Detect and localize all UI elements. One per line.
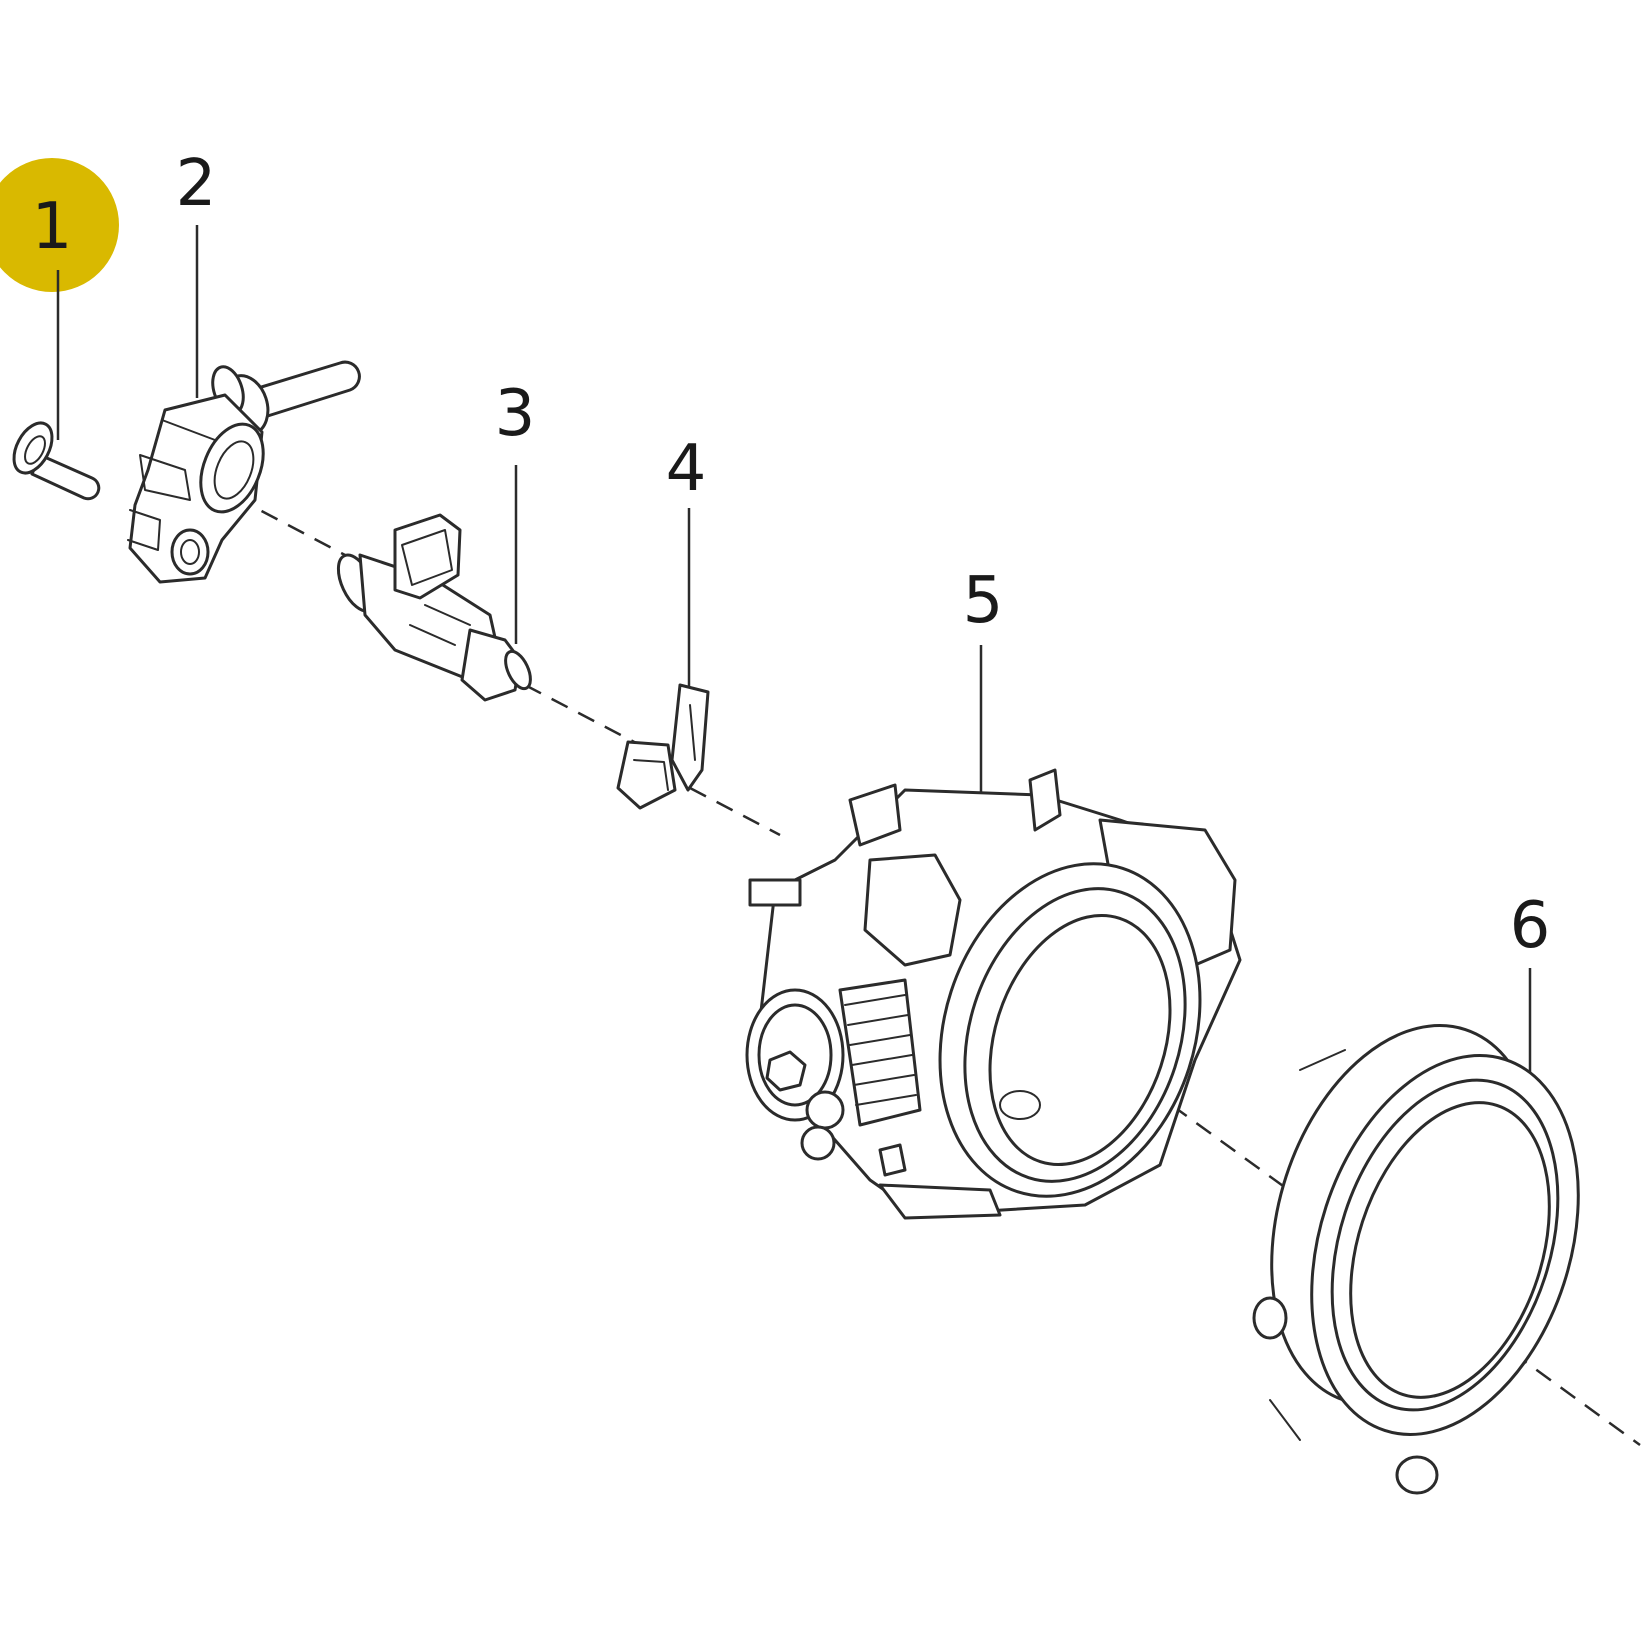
part-3-injector[interactable] — [331, 513, 536, 702]
callout-2-number[interactable]: 2 — [176, 147, 217, 221]
part-1-pin[interactable] — [6, 417, 101, 501]
leader-lines — [56, 225, 1532, 1140]
callout-3-number[interactable]: 3 — [495, 377, 536, 451]
assembly-axis — [234, 495, 1641, 1447]
callout-4-number[interactable]: 4 — [666, 432, 707, 506]
part-4-clip[interactable] — [616, 683, 710, 810]
callout-6-number[interactable]: 6 — [1510, 889, 1551, 963]
callout-5-number[interactable]: 5 — [963, 564, 1004, 638]
part-2-connector[interactable] — [127, 360, 361, 584]
callout-1-number[interactable]: 1 — [32, 190, 73, 264]
part-5-throttle-body[interactable] — [745, 768, 1242, 1230]
callout-1-highlight[interactable] — [0, 158, 119, 292]
part-6-sleeve[interactable] — [1226, 991, 1624, 1495]
